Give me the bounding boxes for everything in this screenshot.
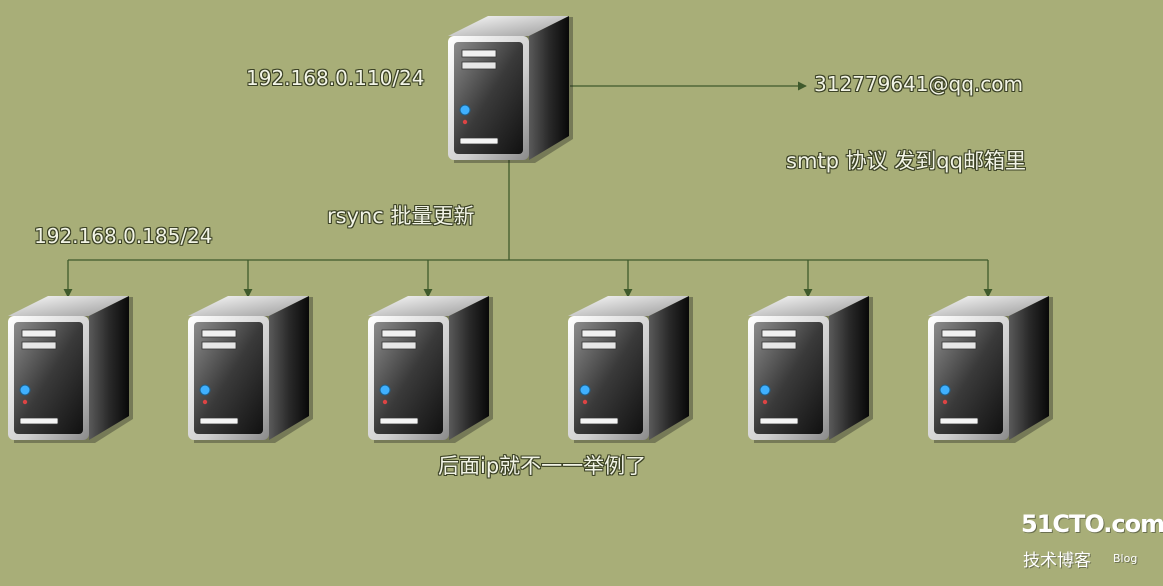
client-server-icon-2 [187, 295, 314, 444]
client-server-icon-6 [927, 295, 1054, 444]
master-server-icon [447, 15, 574, 164]
email-address-label: 312779641@qq.com [814, 72, 1023, 96]
clients-note-label: 后面ip就不一一举例了 [438, 454, 647, 478]
watermark-logo-text: 51CTO.com [1021, 510, 1163, 538]
watermark-blog-text: Blog [1113, 552, 1138, 565]
client-server-icon-5 [747, 295, 874, 444]
smtp-note-label: smtp 协议 发到qq邮箱里 [786, 149, 1026, 173]
client-ip-label: 192.168.0.185/24 [34, 224, 213, 248]
client-server-icon-4 [567, 295, 694, 444]
watermark-sub-text: 技术博客 [1023, 551, 1091, 571]
client-server-icon-1 [7, 295, 134, 444]
watermark-logo: 51CTO.com 技术博客 Blog [1021, 510, 1163, 578]
client-server-icon-3 [367, 295, 494, 444]
rsync-label: rsync 批量更新 [327, 204, 475, 228]
master-ip-label: 192.168.0.110/24 [246, 66, 425, 90]
